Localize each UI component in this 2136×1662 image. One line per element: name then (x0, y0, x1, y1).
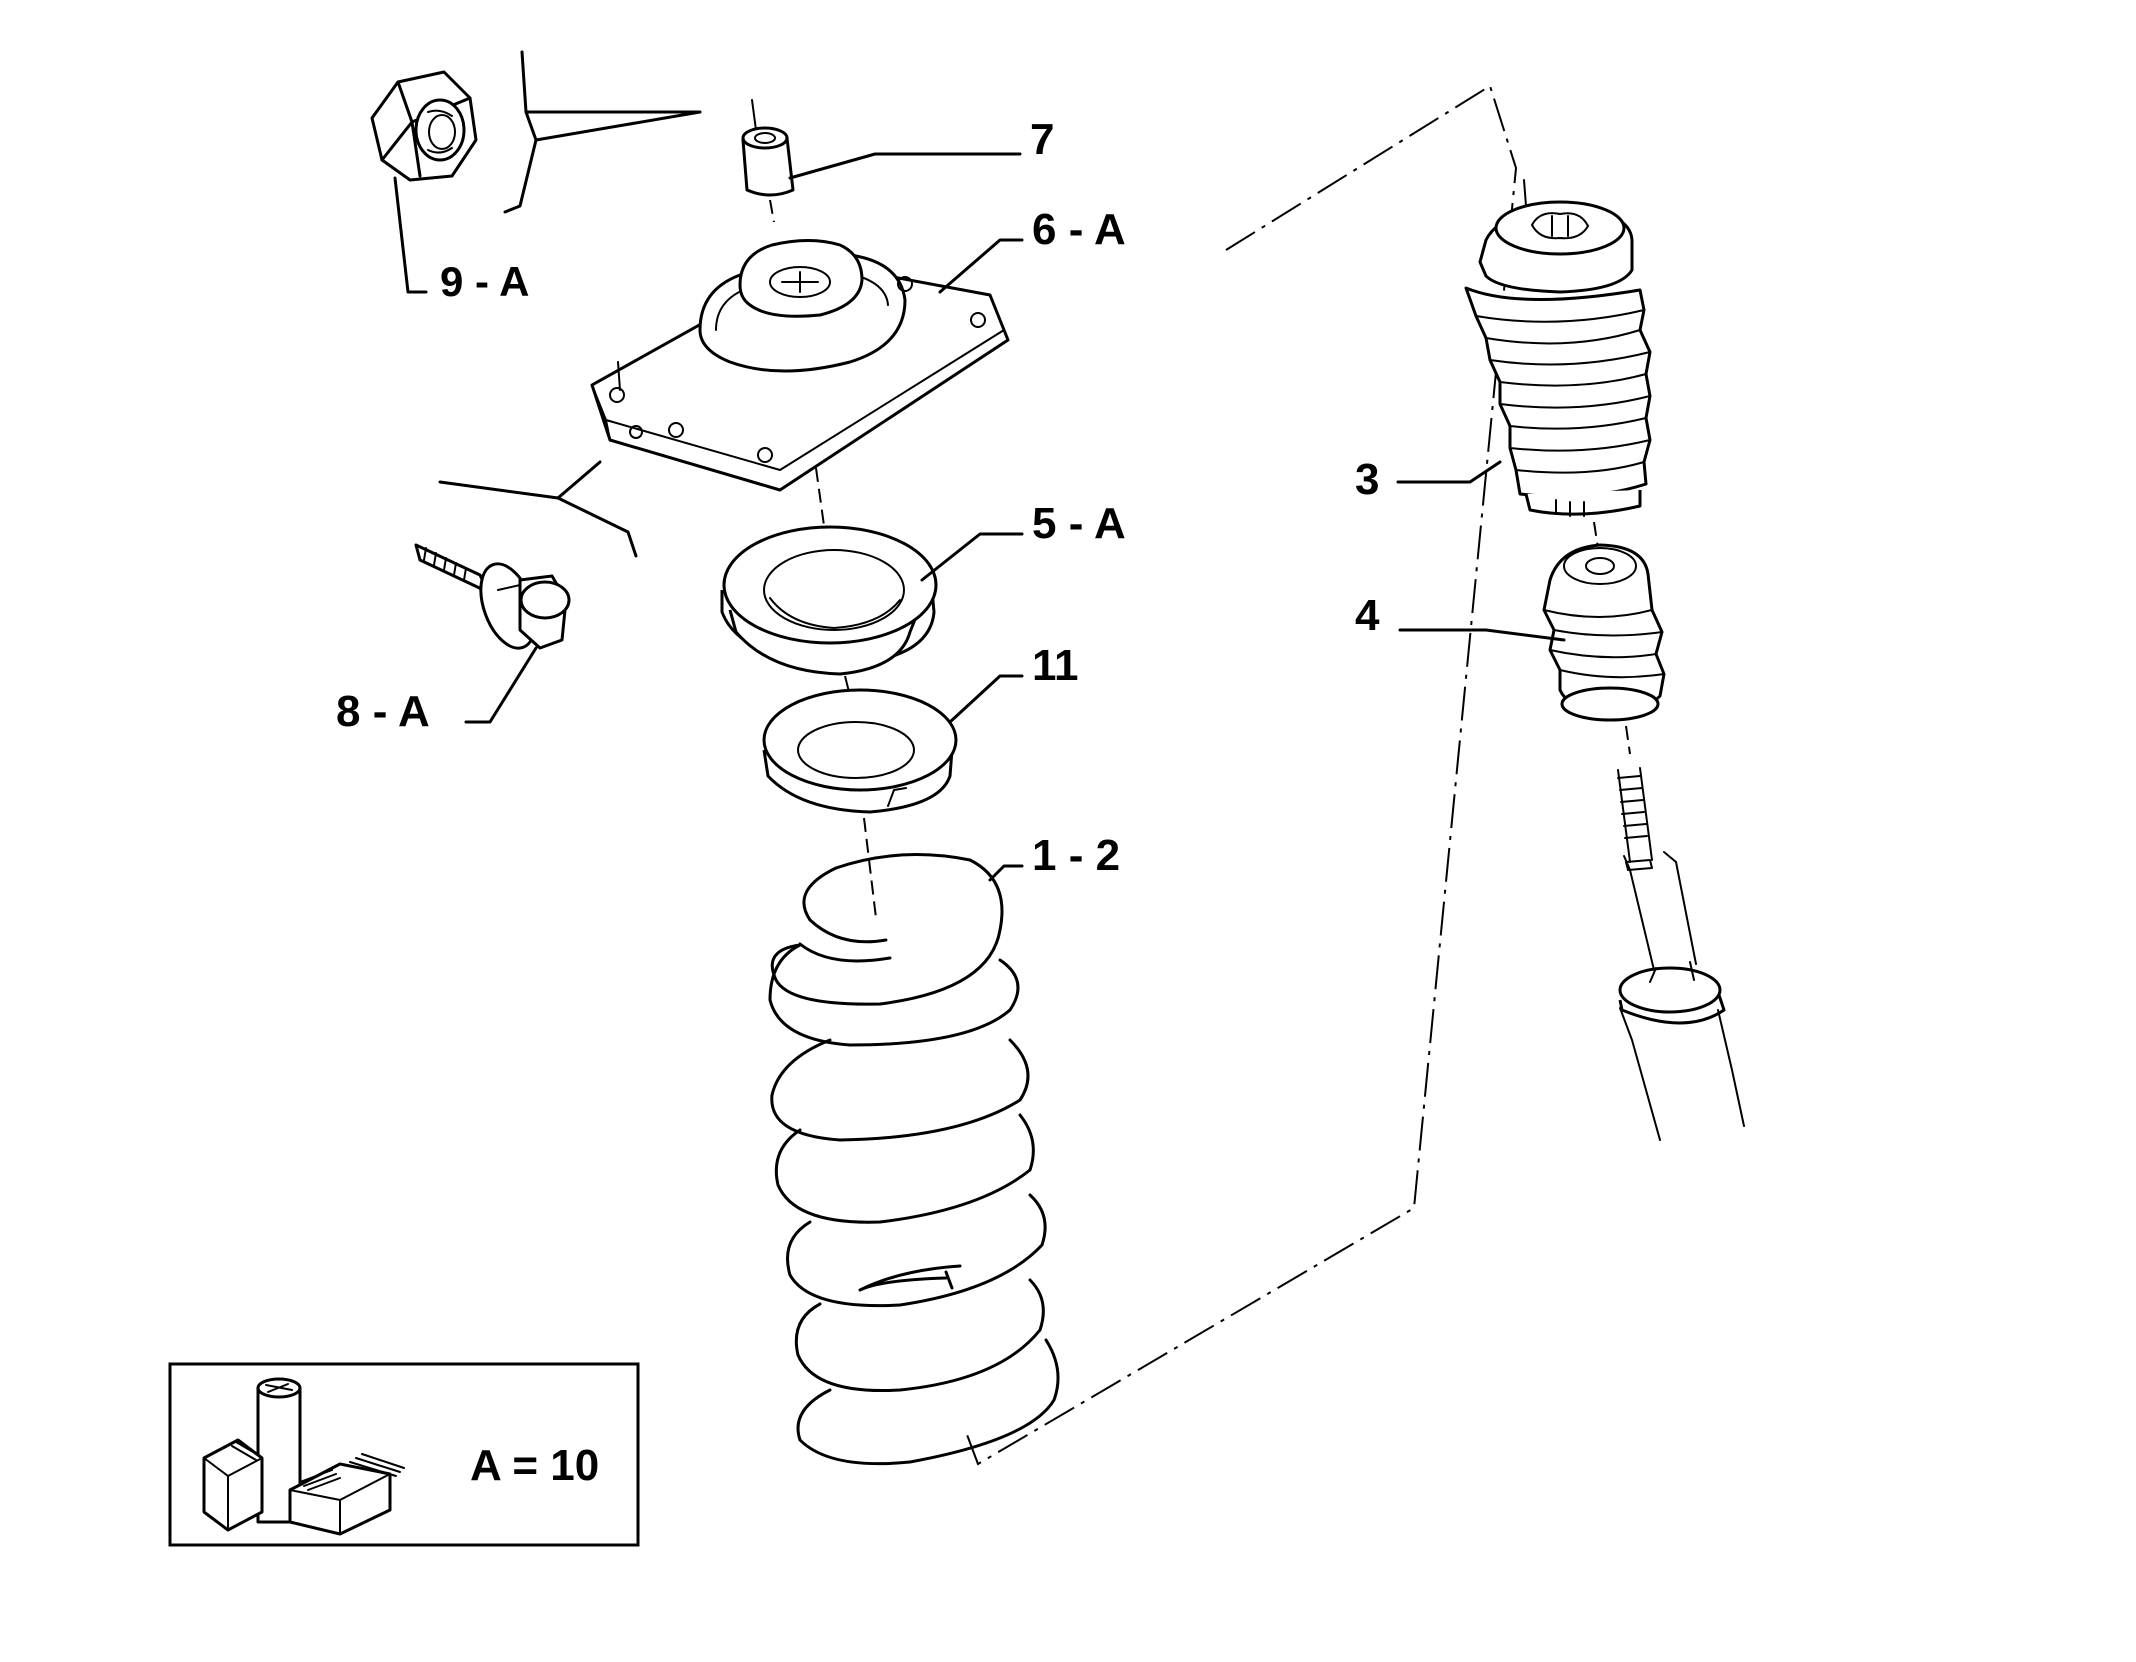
nut-part (370, 70, 478, 182)
label-part-6: 6 - A (1032, 205, 1126, 254)
leader-8 (464, 646, 538, 724)
leader-4 (1398, 628, 1566, 642)
mount-bolt-bracket (438, 460, 638, 558)
label-part-11: 11 (1032, 641, 1079, 690)
label-part-7: 7 (1030, 115, 1054, 164)
bolt-part (414, 543, 571, 650)
leader-1 (988, 864, 1024, 882)
bush-part (741, 99, 795, 223)
nut-stud-bracket (503, 50, 702, 214)
shock-absorber-part (1617, 725, 1745, 1141)
assembly-bracket-line (965, 84, 1518, 1466)
legend-text: A = 10 (470, 1441, 599, 1490)
axis-seat (844, 675, 851, 697)
leader-7 (788, 152, 1022, 180)
leader-11 (948, 674, 1024, 724)
leader-5 (920, 532, 1024, 582)
leader-3 (1396, 460, 1502, 484)
legend-box: A = 10 (168, 1362, 640, 1547)
fiat-spare-parts-boxes-icon (202, 1377, 405, 1536)
label-part-1: 1 - 2 (1032, 831, 1120, 880)
dust-boot-part (1464, 179, 1652, 517)
spring-seat-part (762, 688, 958, 814)
coil-spring-part (768, 817, 1060, 1466)
leader-9 (393, 176, 428, 294)
label-part-3: 3 (1355, 455, 1379, 504)
label-part-8: 8 - A (336, 687, 430, 736)
label-part-9: 9 - A (440, 258, 529, 305)
bump-stop-part (1542, 521, 1666, 722)
label-part-4: 4 (1355, 591, 1380, 640)
top-mount-part (590, 239, 1010, 541)
label-part-5: 5 - A (1032, 499, 1126, 548)
bearing-part (720, 525, 938, 676)
leader-6 (938, 238, 1024, 294)
